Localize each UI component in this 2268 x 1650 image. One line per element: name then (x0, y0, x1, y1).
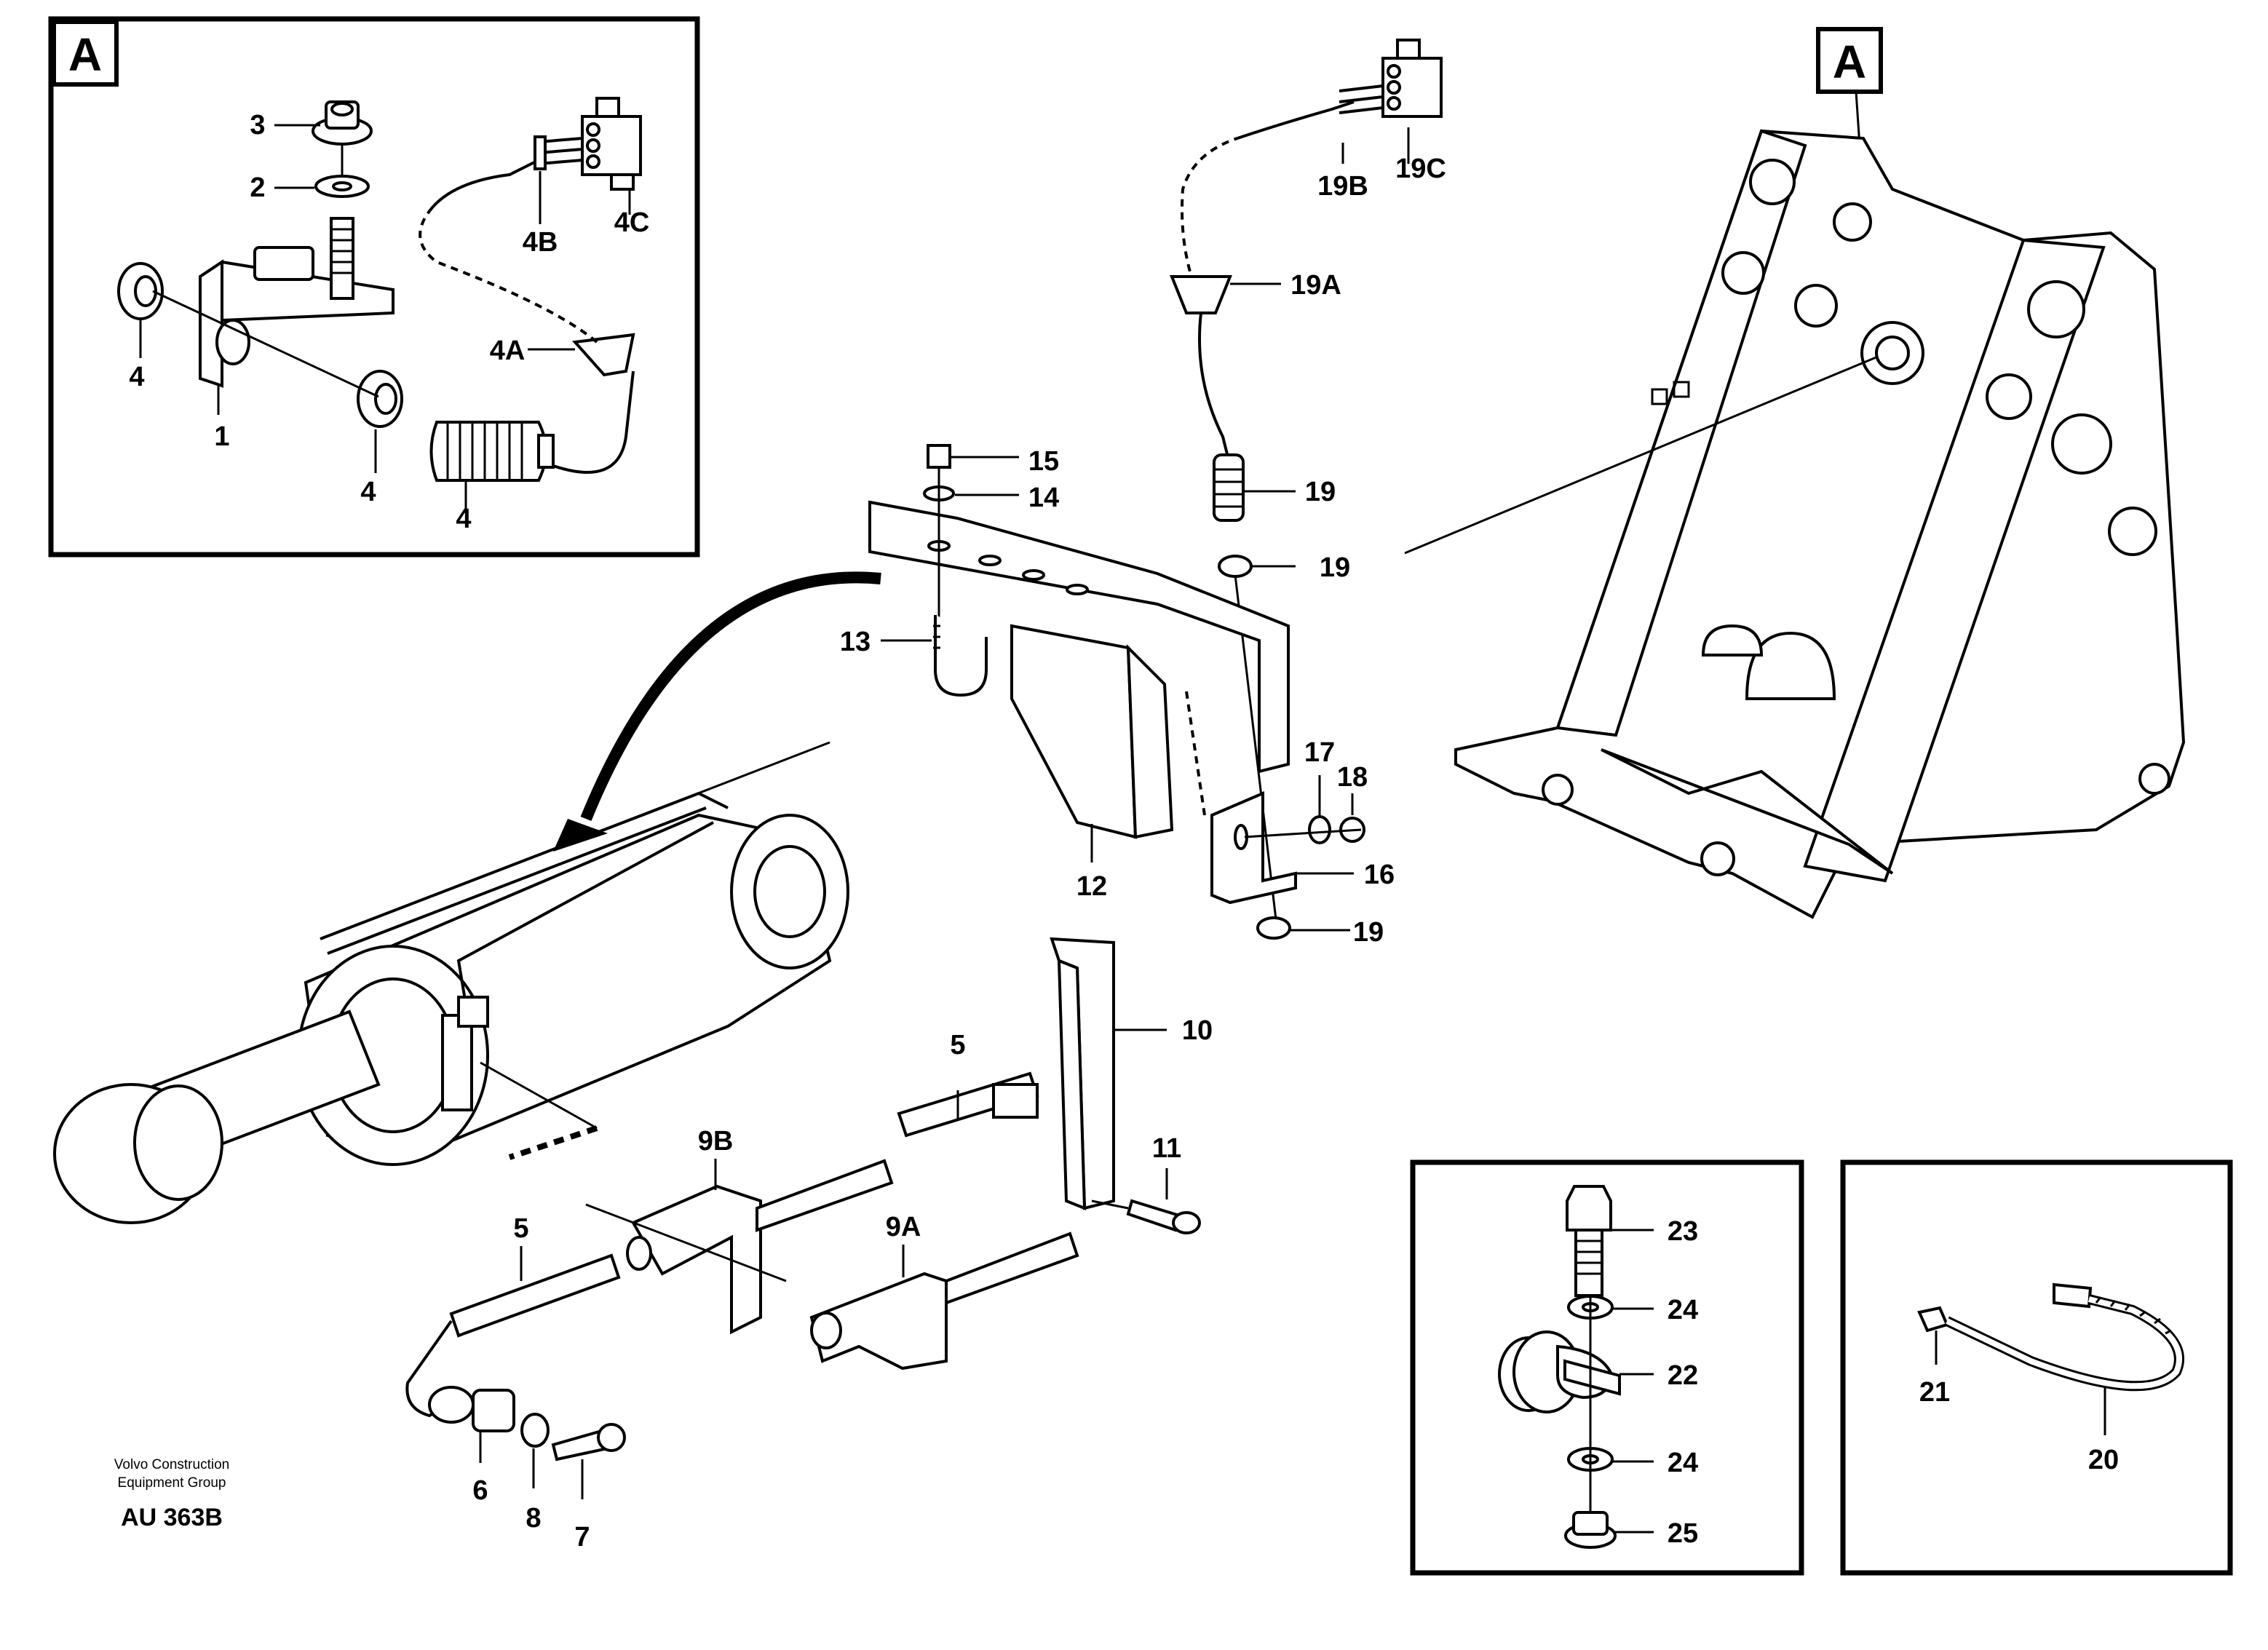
callout-4c: 4C (614, 207, 650, 238)
hydraulic-cylinder (53, 571, 881, 1224)
callout-19-nut-upper: 19 (1320, 552, 1350, 583)
u-bolt-part-13 (933, 615, 988, 697)
cable-tie-head-part-21 (1917, 1306, 1949, 1333)
callout-2: 2 (250, 172, 265, 203)
callout-14: 14 (1028, 483, 1059, 513)
bolt-part-23 (1566, 1185, 1612, 1297)
bracket-assembly-16: 17 18 16 19 (1185, 691, 1395, 948)
bracket-part-9b (626, 1159, 894, 1335)
callout-19c: 19C (1395, 154, 1446, 184)
bushing-part-6 (472, 1389, 515, 1432)
connector-part-4b (534, 135, 583, 170)
company-line-2: Equipment Group (118, 1475, 226, 1491)
callout-18: 18 (1337, 762, 1368, 793)
callout-11: 11 (1152, 1133, 1181, 1164)
bracket-part-9a (809, 1231, 1079, 1371)
cable-tie-part-20 (1944, 1282, 2184, 1392)
callout-6: 6 (472, 1475, 488, 1506)
drawing-code: AU 363B (121, 1504, 223, 1531)
detail-box-clamp: 23 24 22 24 25 (1410, 1159, 1804, 1576)
callout-19-sensor: 19 (1305, 477, 1336, 507)
nut-part-19-upper (1218, 555, 1253, 578)
callout-19a: 19A (1290, 270, 1341, 301)
company-line-1: Volvo Construction (114, 1457, 229, 1472)
callout-8: 8 (526, 1503, 541, 1534)
callout-21: 21 (1919, 1377, 1950, 1408)
callout-15: 15 (1028, 446, 1059, 477)
clamp-part-22 (1498, 1330, 1621, 1413)
callout-5-lower: 5 (513, 1213, 528, 1244)
connector-part-19c (1381, 39, 1443, 118)
callout-19b: 19B (1317, 171, 1368, 202)
linkage-assembly: 5 10 11 9B 9A 5 6 8 7 (405, 937, 1213, 1552)
front-frame: A (1404, 27, 2186, 919)
callout-9a: 9A (886, 1212, 921, 1242)
nut-part-15 (927, 444, 951, 469)
washer-part-8 (520, 1413, 550, 1448)
nut-part-25 (1564, 1511, 1617, 1549)
washer-part-17 (1308, 815, 1331, 844)
callout-25: 25 (1668, 1518, 1698, 1549)
footer: Volvo Construction Equipment Group AU 36… (114, 1457, 229, 1531)
callout-4-sensor: 4 (456, 504, 471, 534)
frame-marker-label: A (1833, 36, 1866, 88)
callout-24-lower: 24 (1668, 1448, 1698, 1478)
callout-17: 17 (1304, 737, 1335, 768)
callout-1: 1 (214, 421, 229, 452)
nut-part-4-middle (357, 370, 403, 428)
bolt-part-11 (1126, 1199, 1201, 1234)
bracket-assembly-12: 15 14 13 12 (840, 444, 1290, 902)
bolt-part-7 (551, 1423, 626, 1461)
callout-22: 22 (1668, 1360, 1698, 1391)
connector-part-4c (581, 97, 642, 191)
callout-9b: 9B (698, 1126, 734, 1157)
connector-part-4a (571, 333, 635, 377)
callout-5-upper: 5 (950, 1030, 965, 1060)
callout-3: 3 (250, 110, 265, 140)
sensor-19-assembly: 19B 19C 19A 19 19 (1170, 39, 1446, 932)
callout-19-nut-lower: 19 (1353, 917, 1384, 948)
bracket-part-10 (1050, 937, 1115, 1210)
nut-part-4-left (117, 262, 164, 320)
detail-marker-label: A (68, 28, 102, 81)
washer-part-2 (314, 175, 370, 198)
detail-box-cable-tie: 21 20 (1840, 1159, 2233, 1576)
bracket-part-1 (199, 217, 394, 388)
lever-arm (405, 1320, 475, 1424)
rod-part-5-lower (449, 1253, 621, 1338)
proximity-sensor-part-4 (429, 370, 635, 482)
arrow-shaft (580, 571, 881, 822)
connector-part-19a (1170, 275, 1232, 314)
callout-20: 20 (2088, 1445, 2119, 1475)
callout-4a: 4A (490, 336, 526, 366)
nut-part-19-lower (1256, 916, 1291, 940)
sensor-part-19 (1213, 453, 1245, 522)
callout-4-middle: 4 (360, 477, 376, 507)
callout-23: 23 (1668, 1216, 1698, 1247)
callout-16: 16 (1364, 860, 1395, 890)
callout-10: 10 (1182, 1015, 1213, 1046)
nut-part-3 (312, 100, 373, 146)
callout-12: 12 (1076, 871, 1107, 902)
callout-7: 7 (574, 1522, 590, 1552)
callout-24-upper: 24 (1668, 1295, 1698, 1325)
callout-4b: 4B (523, 227, 558, 258)
callout-13: 13 (840, 627, 871, 657)
rod-part-5-upper (897, 1071, 1039, 1138)
detail-box-a: A (48, 16, 700, 558)
piston-rod (53, 1010, 381, 1224)
callout-4-left: 4 (129, 362, 144, 392)
